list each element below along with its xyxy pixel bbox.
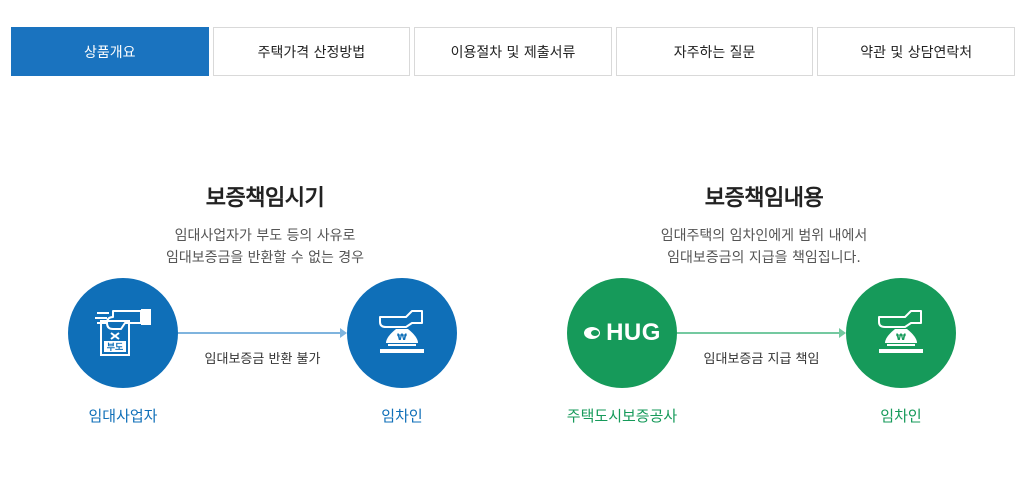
arrow-connector bbox=[178, 328, 347, 338]
hug-symbol-icon bbox=[584, 327, 601, 339]
arrow-head-icon bbox=[839, 328, 846, 338]
tenant-label: 임차인 bbox=[381, 407, 423, 425]
landlord-label: 임대사업자 bbox=[88, 407, 158, 425]
tab-price-calculation[interactable]: 주택가격 산정방법 bbox=[212, 27, 411, 76]
arrow-label: 임대보증금 반환 불가 bbox=[204, 352, 321, 367]
tab-terms-contact[interactable]: 약관 및 상담연락처 bbox=[817, 27, 1015, 76]
arrow-label: 임대보증금 지급 책임 bbox=[703, 352, 820, 367]
hug-label: 주택도시보증공사 bbox=[566, 407, 678, 425]
panel-description-line: 임대사업자가 부도 등의 사유로 bbox=[174, 228, 356, 244]
panel-title: 보증책임시기 bbox=[205, 186, 325, 211]
svg-text:₩: ₩ bbox=[397, 333, 407, 343]
bankrupt-document-icon: 부도 bbox=[95, 309, 151, 356]
panel-description: 임대사업자가 부도 등의 사유로 임대보증금을 반환할 수 없는 경우 bbox=[55, 225, 475, 269]
tab-product-overview[interactable]: 상품개요 bbox=[11, 27, 209, 76]
tab-faq[interactable]: 자주하는 질문 bbox=[615, 27, 814, 76]
panel-description-line: 임대보증금의 지급을 책임집니다. bbox=[667, 250, 861, 266]
guarantee-content-panel: 보증책임내용 임대주택의 임차인에게 범위 내에서 임대보증금의 지급을 책임집… bbox=[554, 180, 974, 440]
panel-description-line: 임대보증금을 반환할 수 없는 경우 bbox=[165, 250, 365, 266]
panel-description: 임대주택의 임차인에게 범위 내에서 임대보증금의 지급을 책임집니다. bbox=[554, 225, 974, 269]
landlord-circle: 부도 bbox=[68, 278, 178, 388]
tenant-circle: ₩ bbox=[846, 278, 956, 388]
hug-logo-icon: HUG bbox=[583, 319, 661, 347]
arrow-connector bbox=[677, 328, 846, 338]
tenant-circle: ₩ bbox=[347, 278, 457, 388]
panel-title: 보증책임내용 bbox=[704, 186, 824, 211]
svg-text:₩: ₩ bbox=[896, 333, 906, 343]
panel-description-line: 임대주택의 임차인에게 범위 내에서 bbox=[660, 228, 868, 244]
bankrupt-tag-text: 부도 bbox=[107, 342, 124, 353]
hand-money-bag-icon: ₩ bbox=[379, 310, 424, 353]
tenant-label: 임차인 bbox=[880, 407, 922, 425]
tab-bar: 상품개요 주택가격 산정방법 이용절차 및 제출서류 자주하는 질문 약관 및 … bbox=[11, 27, 1015, 76]
arrow-line bbox=[677, 332, 842, 334]
tab-procedure-documents[interactable]: 이용절차 및 제출서류 bbox=[414, 27, 612, 76]
hand-money-bag-icon: ₩ bbox=[878, 310, 923, 353]
arrow-line bbox=[178, 332, 343, 334]
guarantee-timing-panel: 보증책임시기 임대사업자가 부도 등의 사유로 임대보증금을 반환할 수 없는 … bbox=[55, 180, 475, 440]
hug-circle: HUG bbox=[567, 278, 677, 388]
arrow-head-icon bbox=[340, 328, 347, 338]
hug-logo-text: HUG bbox=[606, 319, 661, 346]
